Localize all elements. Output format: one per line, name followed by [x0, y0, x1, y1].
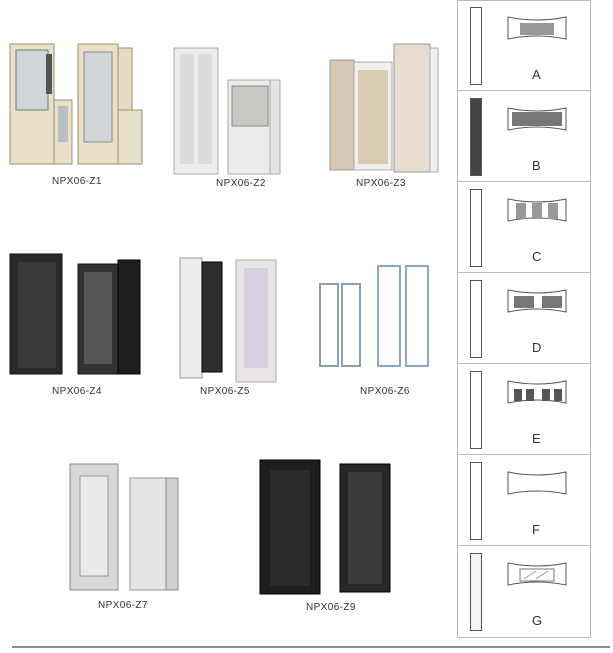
door-side-view [470, 462, 482, 540]
door-style-column: A B C D [457, 0, 591, 638]
cabinet-image [179, 257, 277, 383]
product-caption: NPX06-Z3 [356, 178, 406, 189]
door-style-d: D [458, 274, 590, 364]
product-caption: NPX06-Z6 [360, 386, 410, 397]
product-caption: NPX06-Z2 [216, 178, 266, 189]
rack-image [319, 265, 429, 367]
door-style-a: A [458, 1, 590, 91]
door-style-label: G [532, 613, 543, 628]
door-style-f: F [458, 456, 590, 546]
cabinet-image [69, 463, 179, 591]
product-npx06-z4: NPX06-Z4 [6, 250, 146, 400]
door-style-g: G [458, 547, 590, 637]
door-side-view [470, 371, 482, 449]
door-style-e: E [458, 365, 590, 455]
door-style-b: B [458, 92, 590, 182]
cabinet-image [9, 253, 141, 375]
cabinet-image [259, 459, 391, 595]
product-npx06-z6: NPX06-Z6 [316, 260, 446, 400]
product-npx06-z1: NPX06-Z1 [6, 40, 146, 190]
door-style-label: E [532, 431, 541, 446]
door-side-view [470, 189, 482, 267]
product-caption: NPX06-Z9 [306, 602, 356, 613]
cabinet-image [173, 47, 281, 175]
footer-divider [12, 646, 610, 648]
door-side-view [470, 553, 482, 631]
product-npx06-z5: NPX06-Z5 [176, 254, 286, 400]
cabinet-image [329, 43, 439, 173]
door-top-view [507, 198, 567, 222]
door-style-label: C [532, 249, 542, 264]
door-style-c: C [458, 183, 590, 273]
door-side-view [470, 7, 482, 85]
door-top-view [507, 16, 567, 40]
door-side-view [470, 280, 482, 358]
top-cropped-text [6, 0, 446, 8]
door-top-view [507, 289, 567, 313]
door-top-view [507, 107, 567, 131]
product-npx06-z3: NPX06-Z3 [326, 40, 446, 190]
product-caption: NPX06-Z4 [52, 386, 102, 397]
product-caption: NPX06-Z7 [98, 600, 148, 611]
door-top-view [507, 380, 567, 404]
product-npx06-z2: NPX06-Z2 [170, 44, 290, 190]
product-npx06-z7: NPX06-Z7 [66, 460, 196, 616]
product-caption: NPX06-Z5 [200, 386, 250, 397]
product-caption: NPX06-Z1 [52, 176, 102, 187]
door-style-label: F [532, 522, 540, 537]
door-style-label: A [532, 67, 541, 82]
door-top-view [507, 562, 567, 586]
door-style-label: B [532, 158, 541, 173]
door-side-view [470, 98, 482, 176]
product-npx06-z9: NPX06-Z9 [256, 456, 406, 616]
cabinet-image [9, 43, 143, 165]
door-top-view [507, 471, 567, 495]
door-style-label: D [532, 340, 542, 355]
